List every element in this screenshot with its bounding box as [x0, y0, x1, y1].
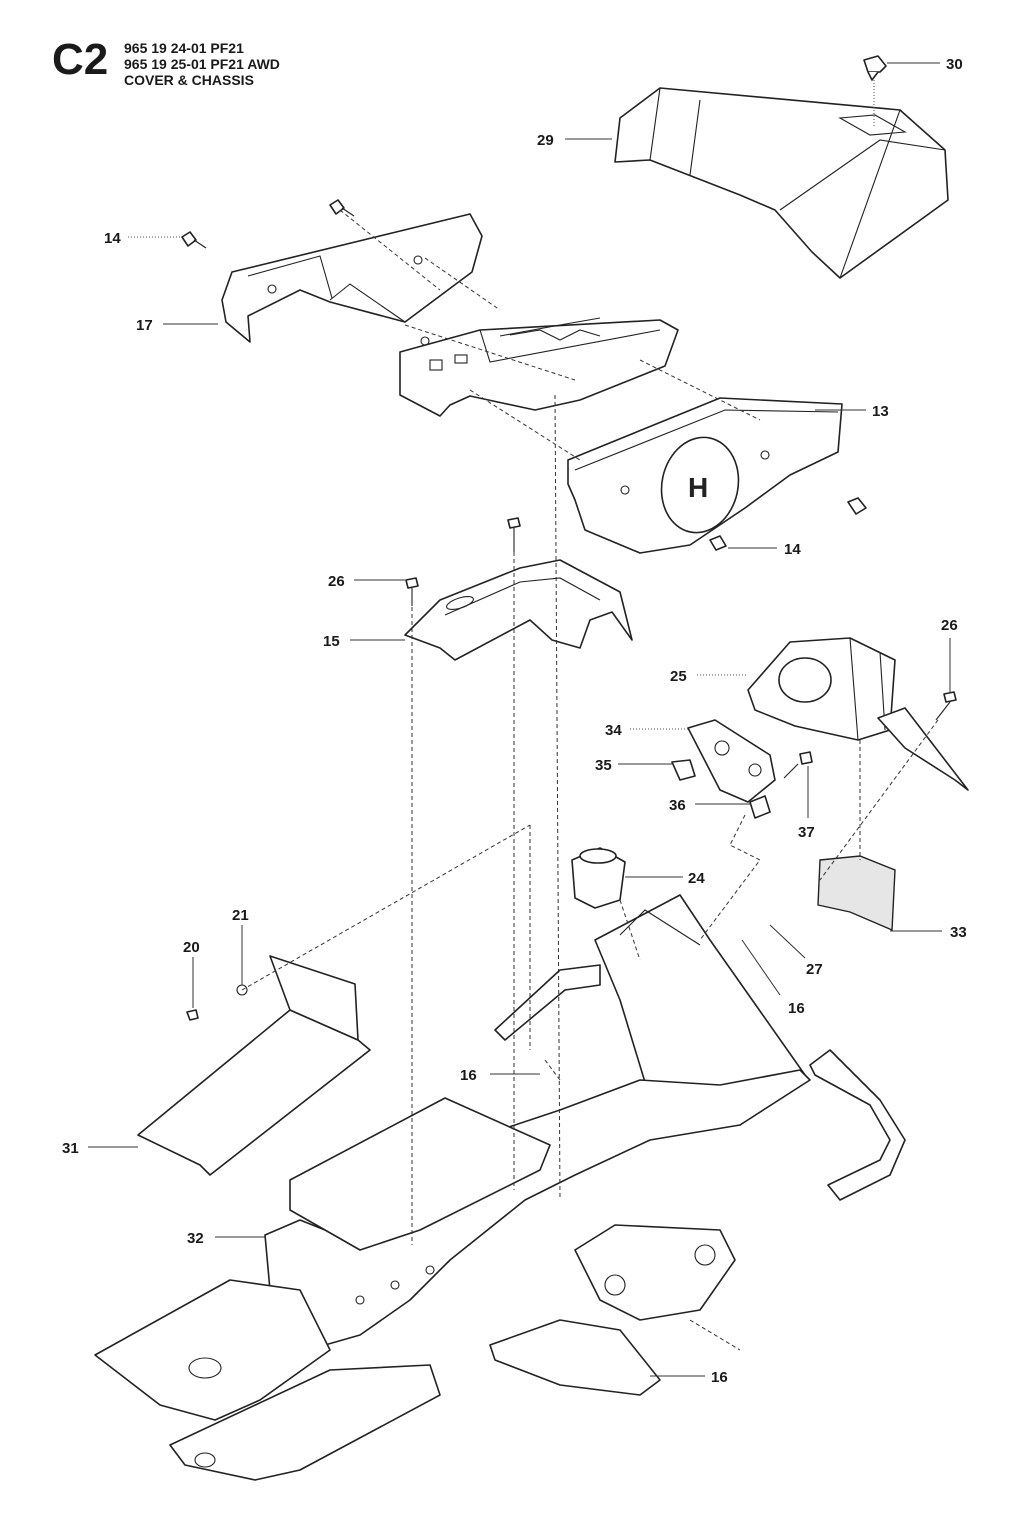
part-32-chassis[interactable]	[94, 1069, 811, 1481]
callout-37: 37	[798, 824, 815, 841]
callout-13: 13	[872, 403, 889, 420]
callout-30: 30	[946, 56, 963, 73]
callout-36: 36	[669, 797, 686, 814]
page-code: C2	[52, 35, 109, 84]
part-29-top-cover[interactable]	[614, 87, 949, 279]
callout-25: 25	[670, 668, 687, 685]
callout-21: 21	[232, 907, 249, 924]
part-24-boot[interactable]	[571, 847, 626, 909]
callout-34: 34	[605, 722, 622, 739]
callout-26-column: 26	[328, 573, 345, 590]
callout-32: 32	[187, 1230, 204, 1247]
part-20-21-fastener[interactable]	[186, 984, 248, 1021]
part-17-left-side-cover[interactable]	[221, 213, 483, 343]
header-lines: 965 19 24-01 PF21 965 19 25-01 PF21 AWD …	[124, 40, 280, 88]
part-26-screw-right[interactable]	[935, 691, 957, 721]
part-37-screw[interactable]	[783, 751, 813, 779]
steering-support[interactable]	[494, 894, 806, 1126]
callout-16-right: 16	[788, 1000, 805, 1017]
part-14-screw-upper[interactable]	[181, 199, 355, 249]
callout-27: 27	[806, 961, 823, 978]
part-25-side-pod[interactable]	[747, 637, 896, 741]
callout-24: 24	[688, 870, 705, 887]
part-26-screw-column[interactable]	[405, 517, 521, 606]
callout-33: 33	[950, 924, 967, 941]
model-line-2: 965 19 25-01 PF21 AWD	[124, 56, 280, 72]
callout-16-middle: 16	[460, 1067, 477, 1084]
callout-35: 35	[595, 757, 612, 774]
part-30-knob[interactable]	[863, 55, 887, 81]
part-31-footplate[interactable]	[137, 955, 371, 1176]
part-15-column-cover[interactable]	[404, 559, 633, 661]
callout-15: 15	[323, 633, 340, 650]
model-line-1: 965 19 24-01 PF21	[124, 40, 244, 56]
callout-20: 20	[183, 939, 200, 956]
husqvarna-logo: H	[688, 472, 708, 503]
rear-handle-tube[interactable]	[809, 1049, 906, 1201]
part-14-screw-lower[interactable]	[709, 497, 867, 551]
callout-16-bottom: 16	[711, 1369, 728, 1386]
callout-26-right: 26	[941, 617, 958, 634]
callout-31: 31	[62, 1140, 79, 1157]
side-bracket[interactable]	[877, 707, 969, 791]
part-36-clip[interactable]	[749, 795, 771, 819]
callout-labels: 30 29 14 17 13 14 26 15 26 25 34 35 36 3…	[62, 56, 967, 1386]
callout-17: 17	[136, 317, 153, 334]
callout-14-lower: 14	[784, 541, 801, 558]
part-35-button[interactable]	[671, 759, 696, 781]
dash-housing[interactable]	[399, 317, 679, 417]
callout-29: 29	[537, 132, 554, 149]
part-34-switch-panel[interactable]	[687, 719, 776, 803]
callout-leaders	[88, 62, 951, 1377]
section-title: COVER & CHASSIS	[124, 72, 254, 88]
callout-14-upper: 14	[104, 230, 121, 247]
part-13-front-panel[interactable]: H	[567, 397, 843, 554]
